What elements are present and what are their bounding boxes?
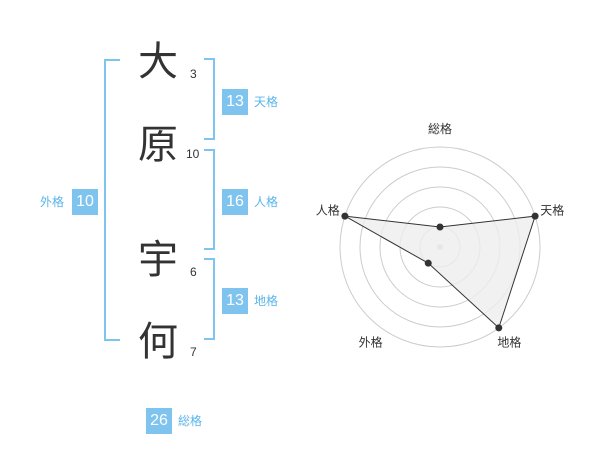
stroke-count-3: 6 [190, 265, 197, 279]
tenkaku-bracket [204, 58, 215, 140]
stroke-count-4: 7 [190, 345, 197, 359]
gaikaku-label: 外格 [40, 195, 65, 209]
gaikaku-bracket [104, 59, 120, 341]
name-char-2: 原 [138, 122, 178, 168]
tenkaku-label: 天格 [254, 95, 279, 109]
jinkaku-bracket [204, 149, 215, 250]
jinkaku-score-badge: 16 [222, 189, 248, 215]
radar-point-4 [424, 259, 432, 267]
radar-point-1 [436, 223, 444, 231]
radar-axis-label-4: 外格 [359, 334, 383, 349]
radar-area [344, 215, 536, 329]
radar-points [341, 212, 539, 332]
radar-grid-ring [339, 146, 541, 348]
name-char-3: 宇 [138, 237, 178, 283]
radar-point-3 [495, 324, 503, 332]
chikaku-label: 地格 [254, 294, 279, 308]
chikaku-score-badge: 13 [222, 288, 248, 314]
stroke-count-2: 10 [186, 147, 200, 161]
soukaku-score-badge: 26 [146, 408, 172, 434]
radar-axis-label-5: 人格 [316, 203, 340, 218]
gaikaku-score-badge: 10 [72, 189, 98, 215]
stroke-count-1: 3 [190, 67, 197, 81]
radar-axis-label-1: 総格 [428, 121, 452, 136]
jinkaku-label: 人格 [254, 195, 279, 209]
chikaku-bracket [204, 258, 215, 340]
radar-axis-label-3: 地格 [497, 334, 521, 349]
soukaku-label: 総格 [178, 414, 203, 428]
name-char-1: 大 [138, 39, 178, 85]
radar-point-2 [531, 212, 539, 220]
tenkaku-score-badge: 13 [222, 89, 248, 115]
radar-point-5 [341, 212, 349, 220]
radar-axis-label-2: 天格 [540, 203, 564, 218]
name-char-4: 何 [138, 319, 178, 365]
